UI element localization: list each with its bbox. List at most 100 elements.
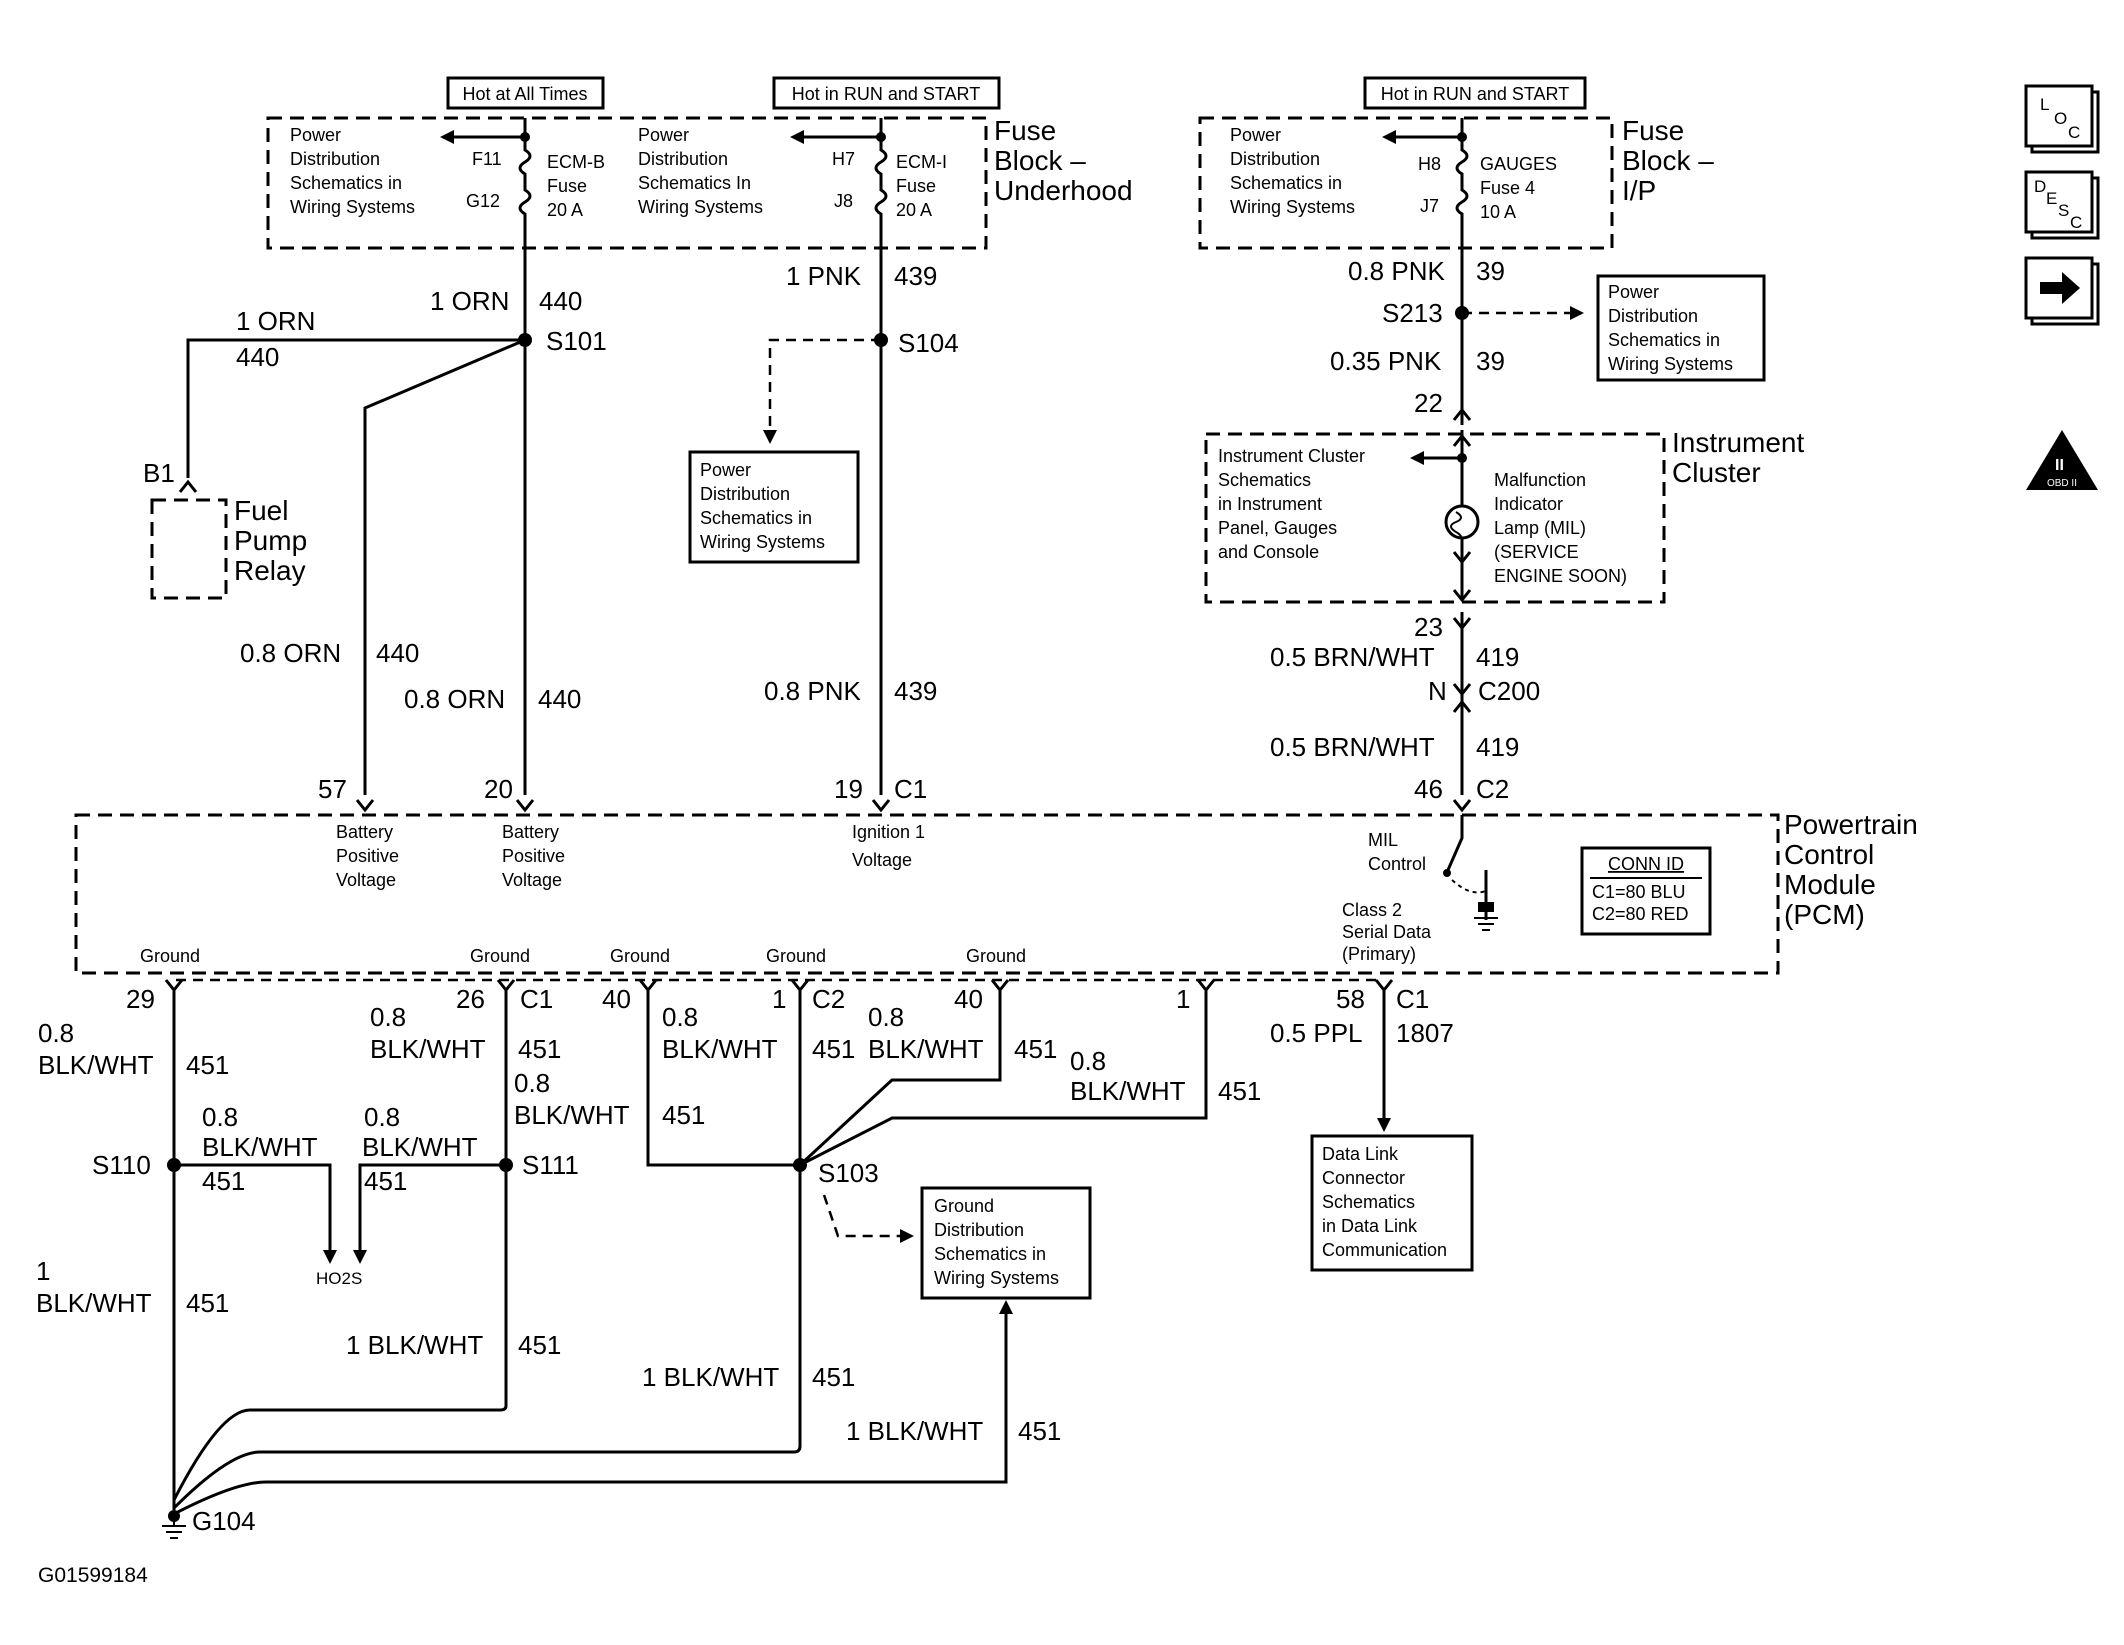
connector-chevron [638, 979, 658, 993]
wire-size: 0.8 [662, 1002, 698, 1032]
splice-label-s111: S111 [522, 1150, 579, 1180]
pcm-ground-label: Ground [470, 946, 530, 966]
cluster-ref-text: and Console [1218, 542, 1319, 562]
class2-label: Serial Data [1342, 922, 1432, 942]
pcm-ground-label: Ground [966, 946, 1026, 966]
hot-in-run-start-header-box-2 [1363, 76, 1587, 110]
splice-label-s213: S213 [1382, 298, 1443, 328]
splice-s103 [793, 1158, 807, 1172]
instrument-cluster-outline [1204, 432, 1666, 604]
splice-label-s110: S110 [92, 1150, 151, 1180]
fuse-pin-j7: J7 [1420, 196, 1439, 216]
wire-size: 0.35 PNK [1330, 346, 1442, 376]
instrument-cluster-label: Instrument [1672, 427, 1804, 458]
arrow-right-icon [900, 1229, 914, 1243]
pd-ref-box-s213[interactable] [1596, 274, 1766, 382]
arrow-left-icon [790, 130, 804, 144]
connector-chevron [871, 799, 891, 813]
pcm-input-label: Positive [336, 846, 399, 866]
circuit-number: 440 [539, 286, 582, 316]
circuit-number: 451 [1014, 1034, 1057, 1064]
pcm-ground-label: Ground [766, 946, 826, 966]
circuit-number: 451 [812, 1034, 855, 1064]
pcm-input-label: Battery [336, 822, 393, 842]
gauges-fuse-symbol [1455, 118, 1469, 248]
circuit-number: 451 [364, 1166, 407, 1196]
wire-451-ho2s-a [174, 1163, 332, 1252]
pcm-pin: 1 [1176, 984, 1190, 1014]
description-icon[interactable] [2024, 170, 2094, 234]
pcm-pin: 40 [954, 984, 983, 1014]
pd-ref-text: Wiring Systems [638, 197, 763, 217]
pd-ref-text: Distribution [700, 484, 790, 504]
connector-pin: 22 [1414, 388, 1443, 418]
underhood-label: Underhood [994, 175, 1133, 206]
fuse-pin-g12: G12 [466, 191, 500, 211]
mil-label: ENGINE SOON) [1494, 566, 1627, 586]
wire-size: 0.8 [1070, 1046, 1106, 1076]
dlc-ref-box[interactable] [1310, 1134, 1474, 1272]
connector-pin: N [1428, 676, 1447, 706]
side-icons: L O C D E S C II OBD II [2024, 84, 2100, 490]
connector-chevron [164, 979, 184, 993]
obd-ii-icon [2026, 430, 2098, 490]
wire-451-pin1b [799, 990, 1208, 1167]
circuit-number: 419 [1476, 732, 1519, 762]
hot-in-run-start-header-2: Hot in RUN and START [1381, 84, 1569, 104]
icon-shadow [2030, 90, 2100, 154]
pcm-label: Powertrain [1784, 809, 1918, 840]
wire-size: 0.8 [370, 1002, 406, 1032]
fuel-pump-relay-label: Relay [234, 555, 306, 586]
underhood-label: Block – [994, 145, 1086, 176]
pcm-outline [74, 813, 1780, 975]
connector-c200: C200 [1478, 676, 1540, 706]
pd-ref-text: Power [1608, 282, 1659, 302]
wire-size: BLK/WHT [362, 1132, 478, 1162]
connector-chevron [1452, 683, 1472, 697]
arrow-left-icon [440, 130, 454, 144]
pcm-label: Control [1784, 839, 1874, 870]
desc-letter: E [2046, 189, 2057, 208]
ecm-i-fuse-symbol [874, 118, 888, 248]
connector-chevron [515, 799, 535, 813]
pd-ref-text: Schematics In [638, 173, 751, 193]
wire-size: 1 ORN [430, 286, 509, 316]
top-left-wiring: 1 ORN 440 S101 1 ORN 440 B1 Fuel Pump Re… [143, 248, 959, 795]
circuit-number: 440 [538, 684, 581, 714]
wire-size: 0.5 PPL [1270, 1018, 1363, 1048]
pd-ref-box-s104[interactable] [688, 450, 860, 564]
arrow-right-icon [1570, 306, 1584, 320]
wire-size: BLK/WHT [662, 1034, 778, 1064]
wire-size: 0.8 [202, 1102, 238, 1132]
arrow-down-icon [763, 430, 777, 444]
ground-distribution-ref-box[interactable] [920, 1186, 1092, 1300]
loc-letter: O [2054, 109, 2067, 128]
wire-451-ho2s-b [358, 1163, 506, 1252]
arrow-up-icon [999, 1300, 1013, 1314]
ground-block [1478, 902, 1494, 912]
gauges-fuse-label: Fuse 4 [1480, 178, 1535, 198]
ip-fuse-block-label: Fuse [1622, 115, 1684, 146]
wire-size: 1 BLK/WHT [346, 1330, 483, 1360]
connector-chevron [1374, 979, 1394, 993]
wire-451-s103-g104 [172, 990, 802, 1510]
ip-fuse-block-label: I/P [1622, 175, 1656, 206]
mil-label: Lamp (MIL) [1494, 518, 1586, 538]
pd-ref-text: Schematics in [290, 173, 402, 193]
circuit-number: 451 [518, 1330, 561, 1360]
fuse-block-underhood: Hot at All Times Hot in RUN and START Po… [266, 76, 1133, 250]
location-icon[interactable] [2024, 84, 2094, 148]
gauges-fuse-label: GAUGES [1480, 154, 1557, 174]
pcm-connector-c1: C1 [894, 774, 927, 804]
instrument-cluster-label: Cluster [1672, 457, 1761, 488]
wire-size: 0.5 BRN/WHT [1270, 732, 1435, 762]
mil-label: Malfunction [1494, 470, 1586, 490]
obd-label: OBD II [2047, 478, 2077, 489]
switch-link [1451, 879, 1489, 894]
wire-451-pin40b [798, 990, 1002, 1167]
wire-size: 1 BLK/WHT [642, 1362, 779, 1392]
dlc-ref-text: Schematics [1322, 1192, 1415, 1212]
pcm-input-label: Positive [502, 846, 565, 866]
class2-label: (Primary) [1342, 944, 1416, 964]
fuse-pin-h8: H8 [1418, 154, 1441, 174]
